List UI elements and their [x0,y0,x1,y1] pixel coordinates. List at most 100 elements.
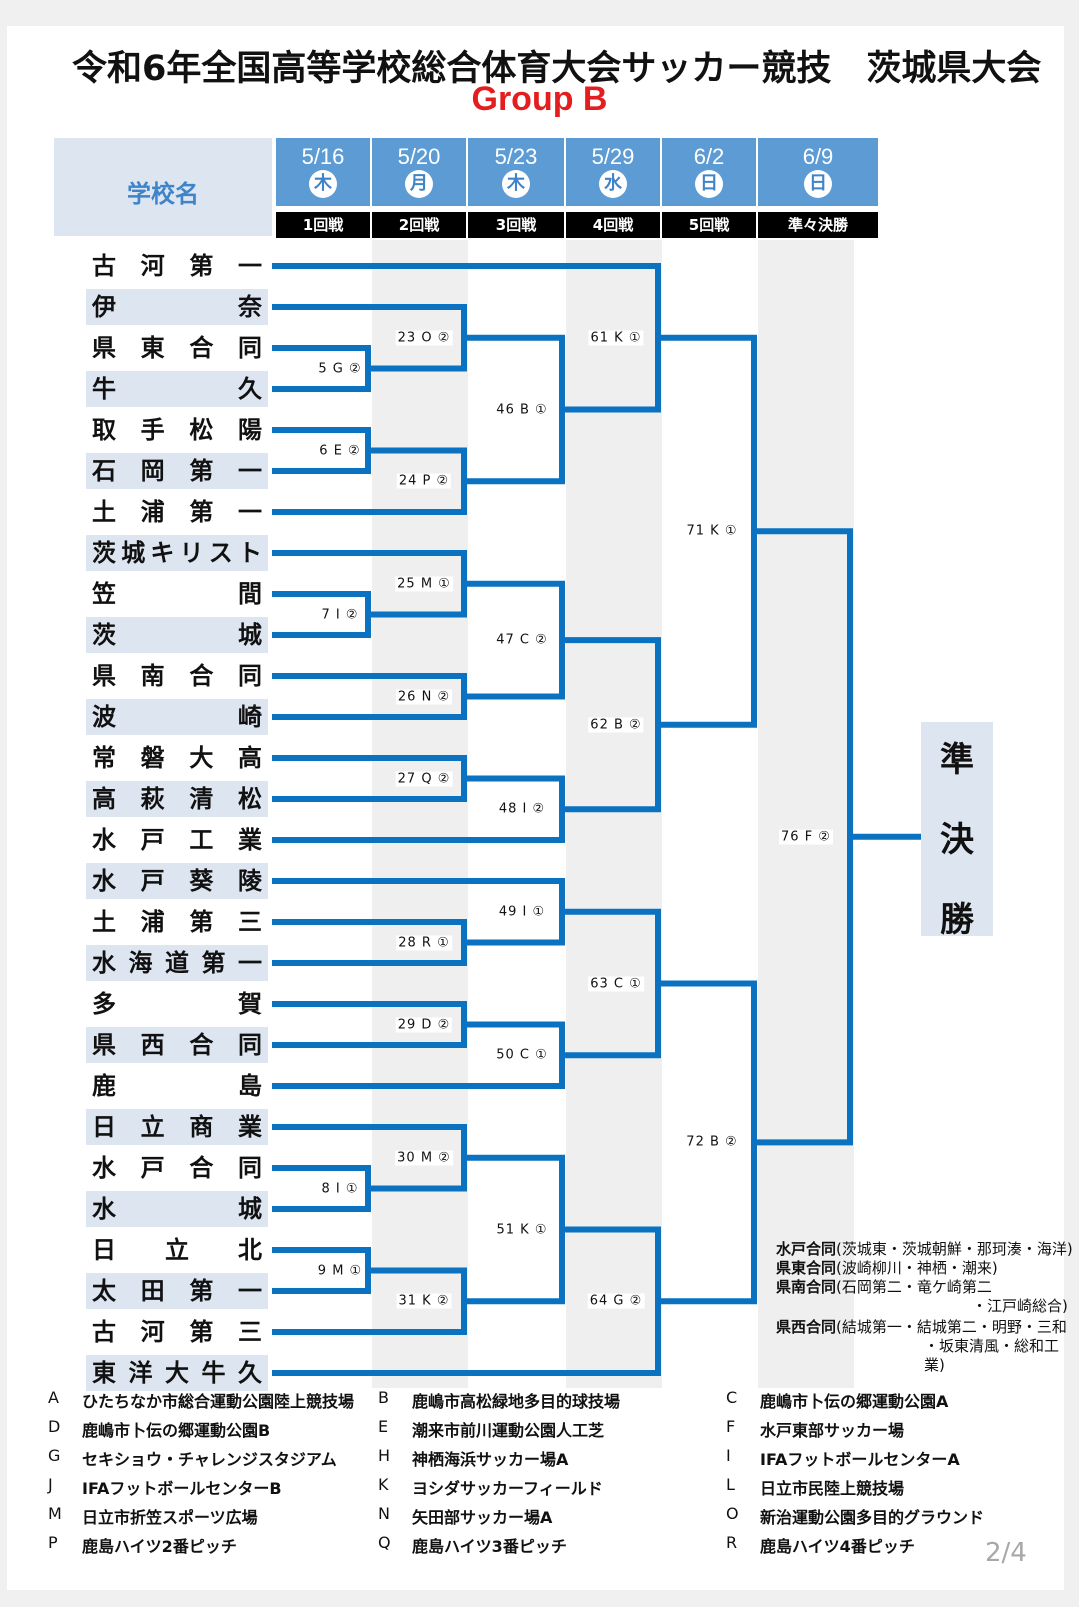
school-name-char: 磐 [140,744,165,772]
day-date: 6/9 [802,144,834,169]
school-name: 県西合同 [92,1027,262,1063]
venue-item: E 潮来市前川運動公園人工芝 [378,1417,698,1440]
school-name-char: 多 [92,990,116,1018]
school-name-char: 合 [189,662,214,690]
school-name-char: 西 [140,1031,165,1059]
venue-code: E [378,1417,389,1436]
venue-name: 鹿島ハイツ3番ピッチ [412,1537,567,1556]
school-name-char: 古 [92,252,116,280]
round-label-6: 準々決勝 [758,212,878,238]
group-subtitle: Group B [471,80,608,118]
venue-item: A ひたちなか市総合運動公園陸上競技場 [48,1388,368,1411]
match-label-64: 64 G ② [587,1293,645,1309]
match-label-48: 48 I ② [496,801,548,817]
weekday-badge: 日 [804,170,832,198]
venue-name: 潮来市前川運動公園人工芝 [412,1421,605,1440]
note-line-4: ・江戸崎総合) [972,1297,1068,1315]
round-label-1: 1回戦 [276,212,370,238]
school-name-char: 水 [92,949,116,977]
venue-name: ヨシダサッカーフィールド [412,1479,603,1498]
school-name: 古河第三 [92,1314,262,1350]
school-row: 県東合同 [86,330,268,366]
school-name: 伊奈 [92,289,262,325]
school-name-char: 陵 [237,867,262,895]
school-name-char: 県 [92,334,116,362]
weekday-badge: 木 [502,170,530,198]
venue-code: L [726,1475,735,1494]
school-name: 古河第一 [92,248,262,284]
shade-round-2 [372,240,468,1388]
school-name-char: 島 [238,1072,262,1100]
school-name-char: 清 [189,785,214,813]
school-row: 日立北 [86,1232,268,1268]
school-name-char: 松 [189,416,214,444]
note-line-2: 県東合同(波崎柳川・神栖・潮来) [776,1259,998,1277]
weekday-badge: 日 [695,170,723,198]
school-name: 水戸合同 [92,1150,262,1186]
venue-code: C [726,1388,738,1407]
venue-name: 鹿島ハイツ2番ピッチ [82,1537,237,1556]
round-label-3: 3回戦 [468,212,564,238]
school-name-char: 賀 [238,990,262,1018]
venue-name: 新治運動公園多目的グラウンド [760,1508,985,1527]
venue-name: 水戸東部サッカー場 [760,1421,905,1440]
school-name-char: 松 [237,785,262,813]
venue-name: IFAフットボールセンターA [760,1450,960,1469]
school-name-char: 同 [237,662,262,690]
venue-name: ひたちなか市総合運動公園陸上競技場 [82,1392,355,1411]
venue-name: 鹿島ハイツ4番ピッチ [760,1537,915,1556]
school-name: 水戸工業 [92,822,262,858]
school-name-char: 立 [140,1113,165,1141]
school-name: 多賀 [92,986,262,1022]
school-name-char: 城 [238,621,262,649]
school-name-char: 合 [189,1154,214,1182]
school-name-char: 工 [189,826,214,854]
school-name: 日立商業 [92,1109,262,1145]
school-name-char: 同 [237,1154,262,1182]
semifinal-box: 準 決 勝 [921,722,993,940]
school-name-char: 浦 [140,908,165,936]
school-name-char: 伊 [92,293,116,321]
school-name-char: 鹿 [92,1072,116,1100]
school-name-char: 太 [92,1277,116,1305]
school-row: 土浦第一 [86,494,268,530]
school-name-char: 岡 [140,457,165,485]
school-name-char: 陽 [237,416,262,444]
school-name-char: キ [150,539,175,567]
venue-name: 鹿嶋市高松緑地多目的球技場 [412,1392,621,1411]
school-name-char: 水 [92,1195,116,1223]
venue-name: 神栖海浜サッカー場A [412,1450,569,1469]
school-name-char: 県 [92,662,116,690]
venue-code: D [48,1417,61,1436]
school-name-char: 手 [140,416,165,444]
semifinal-char-2: 決 [940,820,974,860]
school-name: 高萩清松 [92,781,262,817]
school-name-char: 日 [92,1113,116,1141]
school-row: 笠間 [86,576,268,612]
shade-round-4 [566,240,662,1388]
school-name-char: 合 [189,1031,214,1059]
school-name-char: 城 [238,1195,262,1223]
school-name-char: 同 [237,1031,262,1059]
school-name-char: 河 [140,252,165,280]
school-row: 多賀 [86,986,268,1022]
school-row: 常磐大高 [86,740,268,776]
school-header-label: 学校名 [127,180,199,208]
school-name-char: 県 [92,1031,116,1059]
weekday-badge: 月 [405,170,433,198]
school-name: 茨城 [92,617,262,653]
school-row: 波崎 [86,699,268,735]
school-name-char: 常 [92,744,116,772]
match-label-24: 24 P ② [396,473,452,489]
school-name-char: 田 [140,1277,165,1305]
venue-code: A [48,1388,59,1407]
school-name-char: 久 [238,375,262,403]
venue-name: 矢田部サッカー場A [412,1508,553,1527]
